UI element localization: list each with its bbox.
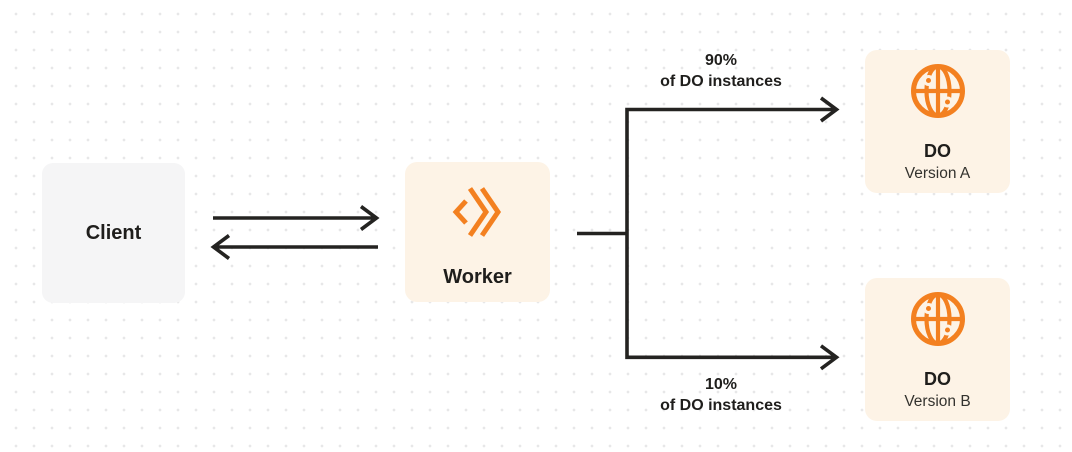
top-branch-label: 90% of DO instances [631,50,811,92]
cloudflare-workers-logo-icon [452,187,501,237]
globe-dot [941,96,953,108]
bottom-branch-caption: of DO instances [660,397,782,414]
durable-object-globe-icon [910,292,965,346]
do-b-title: DO [924,369,951,389]
globe-dot [941,324,953,336]
arrow-branch-to-do-a [625,96,840,234]
globe-dot [922,303,934,314]
top-branch-caption: of DO instances [660,73,782,90]
top-branch-percent: 90% [704,52,738,69]
worker-label: Worker [443,266,512,288]
arrow-client-to-worker [213,205,380,231]
client-node: Client [42,163,185,303]
do-a-subtitle: Version A [904,165,971,182]
bottom-branch-percent: 10% [704,376,738,393]
do-version-b-node: DO Version B [865,278,1010,421]
client-label: Client [85,221,142,244]
arrow-branch-to-do-b [625,233,840,371]
worker-node: Worker [405,162,550,302]
arrow-worker-to-client [210,234,378,260]
bottom-branch-label: 10% of DO instances [631,374,811,416]
globe-dot [922,75,934,86]
durable-object-globe-icon [910,64,965,118]
do-version-a-node: DO Version A [865,50,1010,193]
do-a-title: DO [924,141,951,161]
do-b-subtitle: Version B [904,393,971,410]
